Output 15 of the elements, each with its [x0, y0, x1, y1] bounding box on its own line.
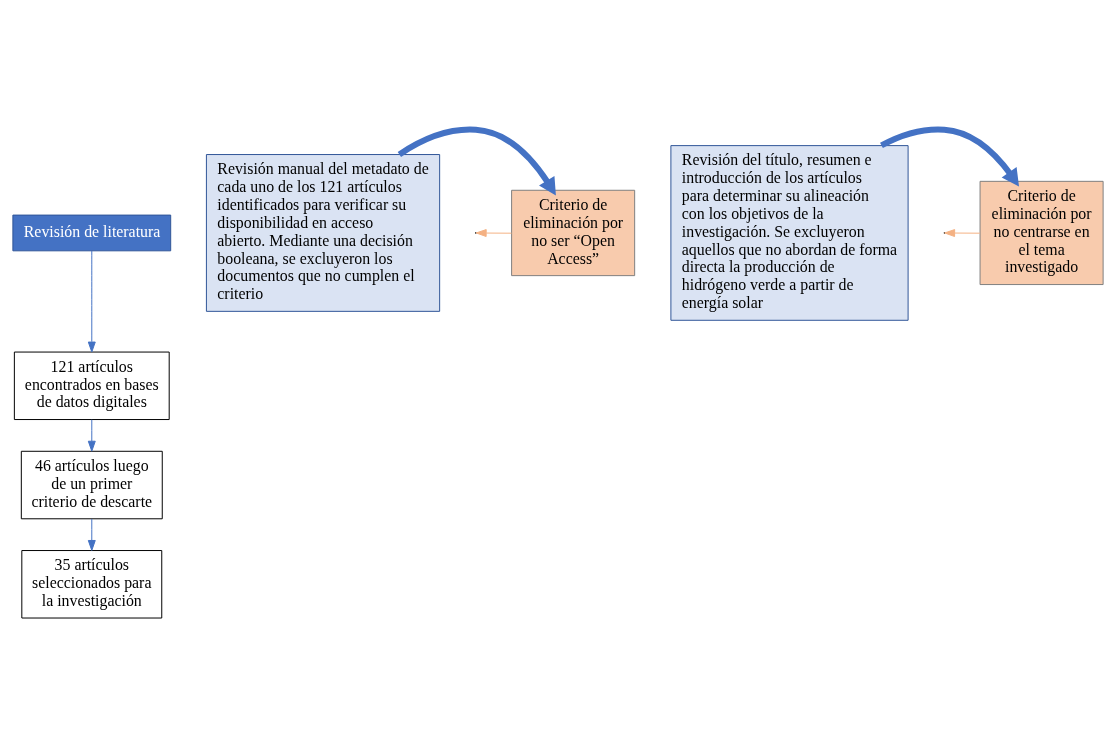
- node-box: Criterio de eliminación por no centrarse en el tema investigado: [979, 180, 1104, 286]
- node-box: 46 artículos luego de un primer criterio de descarte: [20, 450, 163, 520]
- node-box: Revisión del título, resumen e introducción de los artículos para determinar su alineación con los objetivos de la investigación. Se excluyeron aquellos que no abordan de forma directa la producción de hidrógeno verde a partir de energía solar: [670, 145, 909, 321]
- node-box: 35 artículos seleccionados para la investigación: [21, 550, 163, 619]
- node-box: Revisión de literatura: [12, 214, 172, 252]
- arrow: [880, 126, 1019, 187]
- arrow: [87, 518, 96, 551]
- arrow: [944, 229, 981, 237]
- node-box: Criterio de eliminación por no ser “Open Access”: [511, 189, 636, 277]
- arrow: [397, 126, 556, 196]
- node-box: 121 artículos encontrados en bases de datos digitales: [13, 351, 170, 421]
- node-box: Revisión manual del metadato de cada uno de los 121 artículos identificados para verificar su disponibilidad en acceso abierto. Mediante una decisión booleana, se excluyeron los documentos que no cumplen el criterio: [205, 154, 441, 312]
- arrow: [87, 250, 96, 353]
- arrow: [87, 419, 96, 452]
- arrow: [475, 229, 512, 237]
